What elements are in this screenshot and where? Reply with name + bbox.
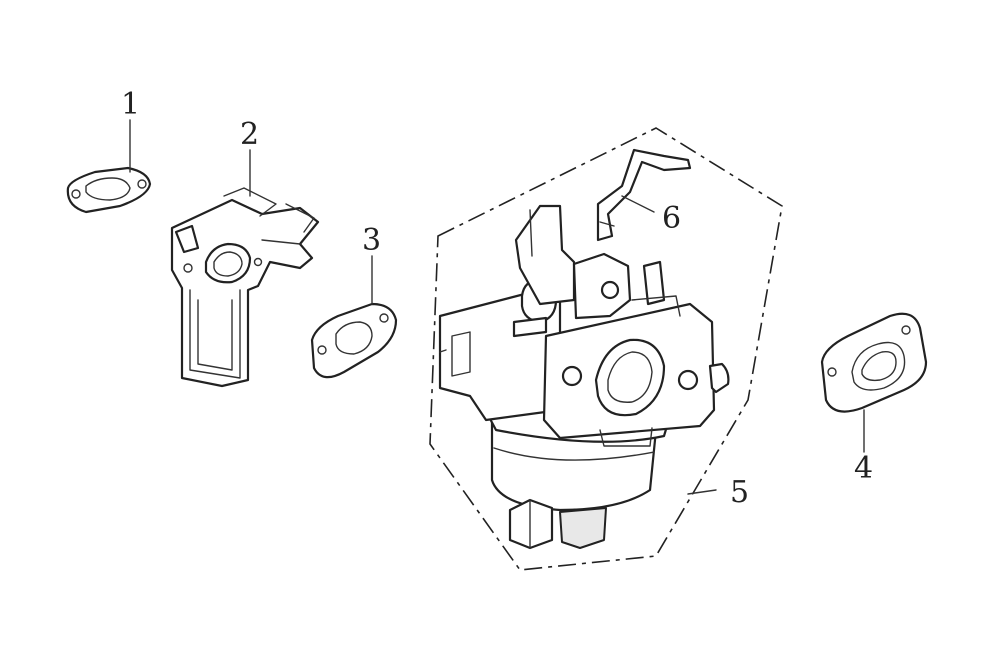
part-3-gasket (310, 255, 398, 379)
part-4-gasket (820, 312, 928, 453)
callout-label-3: 3 (362, 223, 382, 258)
part-2-bracket (170, 149, 320, 388)
callout-label-4: 4 (854, 451, 874, 486)
callout-label-6: 6 (662, 201, 682, 236)
part-1-gasket (66, 119, 152, 214)
part-5-carburetor-assembly (429, 127, 783, 571)
callout-label-5: 5 (730, 475, 750, 510)
callout-label-1: 1 (121, 87, 141, 122)
part-6-linkage-rod (596, 148, 692, 242)
callout-label-2: 2 (240, 117, 260, 152)
